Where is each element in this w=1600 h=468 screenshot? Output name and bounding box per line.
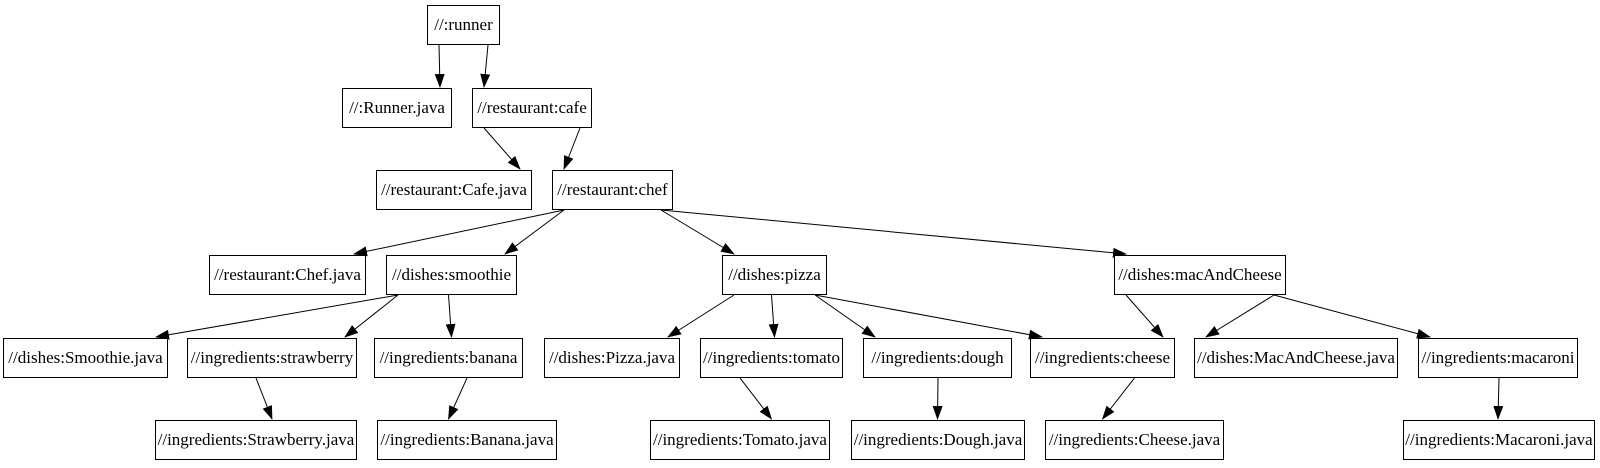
graph-node-cheese: //ingredients:cheese bbox=[1030, 338, 1175, 378]
edge-pizza-to-dough bbox=[814, 294, 876, 338]
edge-macaroni-to-macaroni_java bbox=[1493, 377, 1504, 420]
edge-mac_and_cheese-to-cheese bbox=[1125, 294, 1164, 338]
graph-node-strawberry: //ingredients:strawberry bbox=[187, 338, 357, 378]
edge-pizza-to-pizza_java bbox=[667, 294, 735, 338]
edge-strawberry-to-strawberry_java bbox=[255, 377, 273, 420]
graph-node-cheese_java: //ingredients:Cheese.java bbox=[1045, 420, 1224, 460]
edge-chef-to-pizza bbox=[660, 209, 735, 255]
graph-node-cafe_java: //restaurant:Cafe.java bbox=[376, 170, 532, 210]
edge-cafe-to-cafe_java bbox=[483, 127, 521, 170]
edge-runner-to-cafe bbox=[480, 44, 491, 88]
edge-chef-to-mac_and_cheese bbox=[660, 209, 1127, 258]
graph-node-dough_java: //ingredients:Dough.java bbox=[851, 420, 1025, 460]
graph-node-tomato: //ingredients:tomato bbox=[700, 338, 843, 378]
edge-tomato-to-tomato_java bbox=[739, 377, 773, 420]
edge-cafe-to-chef bbox=[563, 127, 581, 170]
edge-banana-to-banana_java bbox=[448, 377, 468, 420]
graph-node-macaroni: //ingredients:macaroni bbox=[1418, 338, 1578, 378]
edge-smoothie-to-strawberry bbox=[344, 294, 399, 338]
graph-node-strawberry_java: //ingredients:Strawberry.java bbox=[155, 420, 357, 460]
edge-smoothie-to-smoothie_java bbox=[155, 294, 399, 340]
graph-node-pizza_java: //dishes:Pizza.java bbox=[544, 338, 680, 378]
graph-node-chef_java: //restaurant:Chef.java bbox=[209, 255, 366, 295]
graph-node-mac_and_cheese_java: //dishes:MacAndCheese.java bbox=[1194, 338, 1398, 378]
edge-runner-to-runner_java bbox=[434, 44, 445, 88]
graph-node-smoothie_java: //dishes:Smoothie.java bbox=[3, 338, 168, 378]
graph-node-pizza: //dishes:pizza bbox=[722, 255, 827, 295]
graph-node-cafe: //restaurant:cafe bbox=[472, 88, 592, 128]
edge-smoothie-to-banana bbox=[445, 294, 456, 338]
edge-dough-to-dough_java bbox=[932, 377, 943, 420]
graph-node-mac_and_cheese: //dishes:macAndCheese bbox=[1114, 255, 1286, 295]
edge-pizza-to-cheese bbox=[814, 294, 1043, 340]
graph-node-dough: //ingredients:dough bbox=[863, 338, 1012, 378]
graph-node-tomato_java: //ingredients:Tomato.java bbox=[650, 420, 830, 460]
graph-node-macaroni_java: //ingredients:Macaroni.java bbox=[1403, 420, 1595, 460]
edge-mac_and_cheese-to-mac_and_cheese_java bbox=[1205, 294, 1275, 338]
graph-node-runner_java: //:Runner.java bbox=[342, 88, 452, 128]
graph-node-banana: //ingredients:banana bbox=[374, 338, 523, 378]
edge-chef-to-chef_java bbox=[353, 209, 565, 257]
edge-cheese-to-cheese_java bbox=[1101, 377, 1135, 420]
edge-chef-to-smoothie bbox=[504, 209, 565, 255]
graph-node-chef: //restaurant:chef bbox=[552, 170, 673, 210]
graph-node-runner: //:runner bbox=[427, 5, 500, 45]
graph-node-smoothie: //dishes:smoothie bbox=[386, 255, 517, 295]
edge-mac_and_cheese-to-macaroni bbox=[1273, 294, 1431, 339]
edge-pizza-to-tomato bbox=[768, 294, 779, 338]
graph-node-banana_java: //ingredients:Banana.java bbox=[377, 420, 557, 460]
